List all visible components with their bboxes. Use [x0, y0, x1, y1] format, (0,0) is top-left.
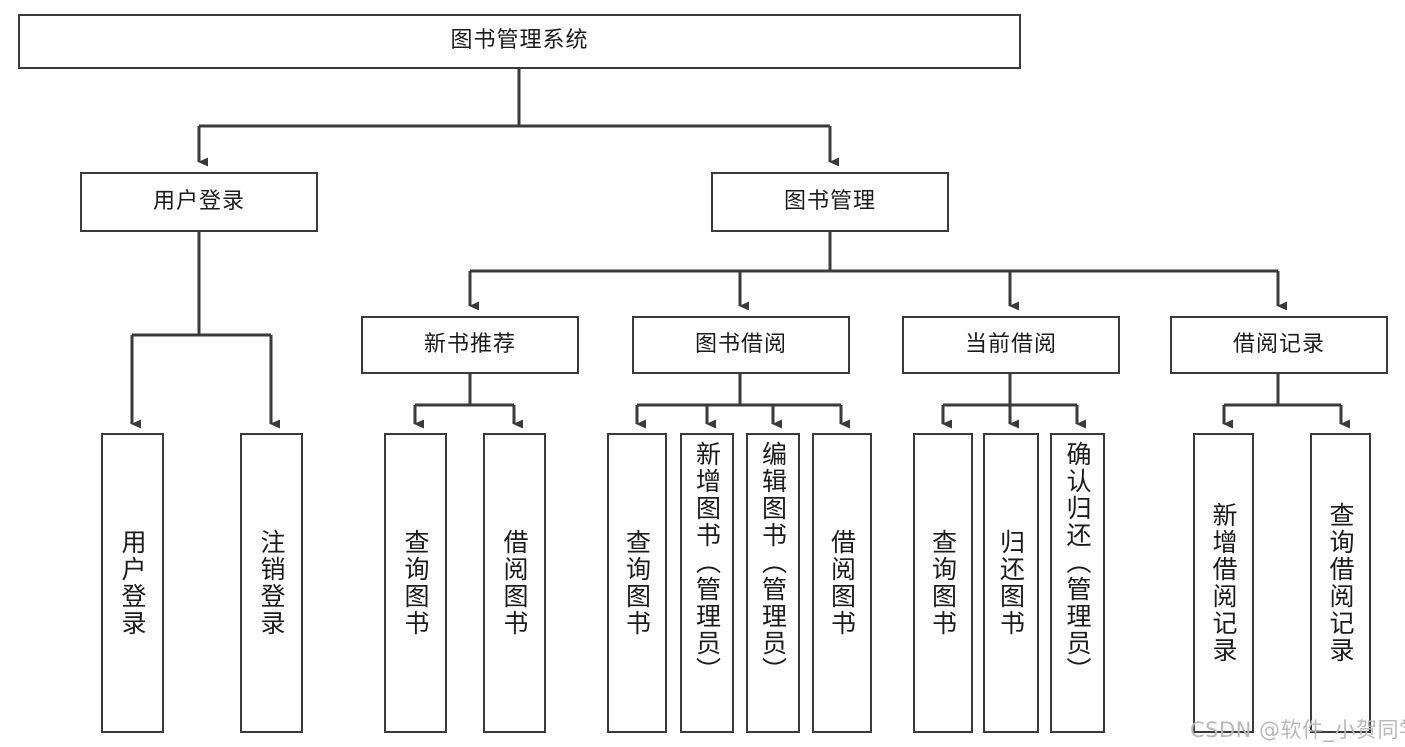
leaf-confirm-return-admin[interactable]: 确认归还（管理员）	[1050, 433, 1105, 733]
node-user-login[interactable]: 用户登录	[80, 172, 318, 232]
node-label: 新增图书（管理员）	[692, 441, 722, 684]
node-label: 用户登录	[152, 188, 245, 214]
leaf-add-borrow-record[interactable]: 新增借阅记录	[1193, 433, 1254, 733]
node-label: 编辑图书（管理员）	[758, 441, 788, 684]
watermark-text: CSDN @软件_小贺同学	[1190, 718, 1405, 742]
node-label: 查询借阅记录	[1326, 502, 1355, 664]
node-label: 注销登录	[257, 529, 286, 637]
leaf-return-book[interactable]: 归还图书	[983, 433, 1039, 733]
node-label: 借阅图书	[500, 529, 529, 637]
leaf-query-borrow-record[interactable]: 查询借阅记录	[1310, 433, 1371, 733]
leaf-user-login[interactable]: 用户登录	[101, 433, 164, 733]
leaf-borrow-book[interactable]: 借阅图书	[812, 433, 872, 733]
node-label: 查询图书	[401, 529, 430, 637]
leaf-query-book-current[interactable]: 查询图书	[913, 433, 973, 733]
node-borrow-records[interactable]: 借阅记录	[1170, 316, 1388, 374]
node-label: 查询图书	[622, 529, 652, 637]
node-label: 归还图书	[996, 529, 1026, 637]
leaf-borrow-book-recommend[interactable]: 借阅图书	[483, 433, 546, 733]
node-new-book-recommend[interactable]: 新书推荐	[361, 316, 579, 374]
node-current-borrow[interactable]: 当前借阅	[902, 316, 1120, 374]
node-label: 借阅图书	[827, 529, 857, 637]
leaf-logout[interactable]: 注销登录	[240, 433, 303, 733]
node-label: 图书管理系统	[450, 28, 589, 54]
node-label: 图书借阅	[694, 331, 787, 357]
node-book-borrow[interactable]: 图书借阅	[632, 316, 850, 374]
node-label: 查询图书	[928, 529, 958, 637]
node-root-book-management-system[interactable]: 图书管理系统	[18, 14, 1021, 69]
node-book-management[interactable]: 图书管理	[711, 172, 949, 232]
leaf-edit-book-admin[interactable]: 编辑图书（管理员）	[746, 433, 800, 733]
leaf-add-book-admin[interactable]: 新增图书（管理员）	[680, 433, 734, 733]
node-label: 确认归还（管理员）	[1063, 441, 1092, 684]
node-label: 借阅记录	[1232, 331, 1325, 357]
node-label: 图书管理	[783, 188, 876, 214]
node-label: 用户登录	[118, 529, 147, 637]
node-label: 新增借阅记录	[1209, 502, 1238, 664]
leaf-query-book-recommend[interactable]: 查询图书	[384, 433, 447, 733]
node-label: 当前借阅	[964, 331, 1057, 357]
leaf-query-book-borrow[interactable]: 查询图书	[607, 433, 667, 733]
node-label: 新书推荐	[423, 331, 516, 357]
